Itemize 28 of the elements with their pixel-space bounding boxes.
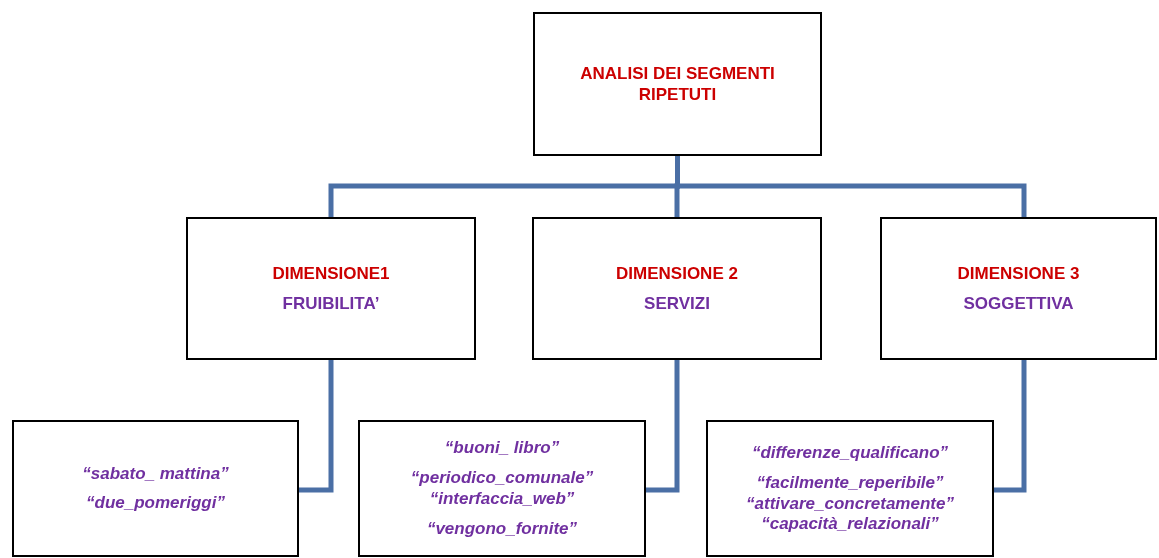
quoted-phrase: “vengono_fornite” — [426, 518, 578, 540]
subheading-text: SOGGETTIVA — [963, 293, 1074, 315]
quoted-phrase: “attivare_concretamente” — [746, 493, 954, 514]
heading-text: DIMENSIONE 2 — [616, 262, 738, 284]
process-box — [12, 420, 299, 557]
connector-line — [299, 360, 334, 493]
process-box — [533, 12, 822, 156]
quoted-phrase: “sabato_ mattina” — [82, 464, 229, 485]
title-text: ANALISI DEI SEGMENTI RIPETUTI — [579, 62, 776, 106]
quoted-phrase: “interfaccia_web” — [429, 488, 575, 509]
quoted-phrase: “differenze_qualificano” — [751, 442, 949, 464]
heading-text: DIMENSIONE 3 — [957, 262, 1080, 284]
connector-line — [646, 360, 680, 493]
quoted-phrase: “due_pomeriggi” — [86, 492, 225, 513]
subheading-text: FRUIBILITA’ — [282, 293, 380, 315]
process-box — [880, 217, 1157, 360]
connector-line — [994, 360, 1027, 493]
process-box — [532, 217, 822, 360]
connector-line — [675, 156, 1027, 217]
process-box — [358, 420, 646, 557]
quoted-phrase: “buoni_ libro” — [444, 437, 560, 459]
process-box — [186, 217, 476, 360]
quoted-phrase: “facilmente_reperibile” — [756, 473, 944, 494]
quoted-phrase: “capacità_relazionali” — [761, 513, 939, 535]
subheading-text: SERVIZI — [644, 293, 710, 315]
quoted-phrase: “periodico_comunale” — [410, 468, 594, 489]
heading-text: DIMENSIONE1 — [272, 262, 390, 284]
process-box — [706, 420, 994, 557]
